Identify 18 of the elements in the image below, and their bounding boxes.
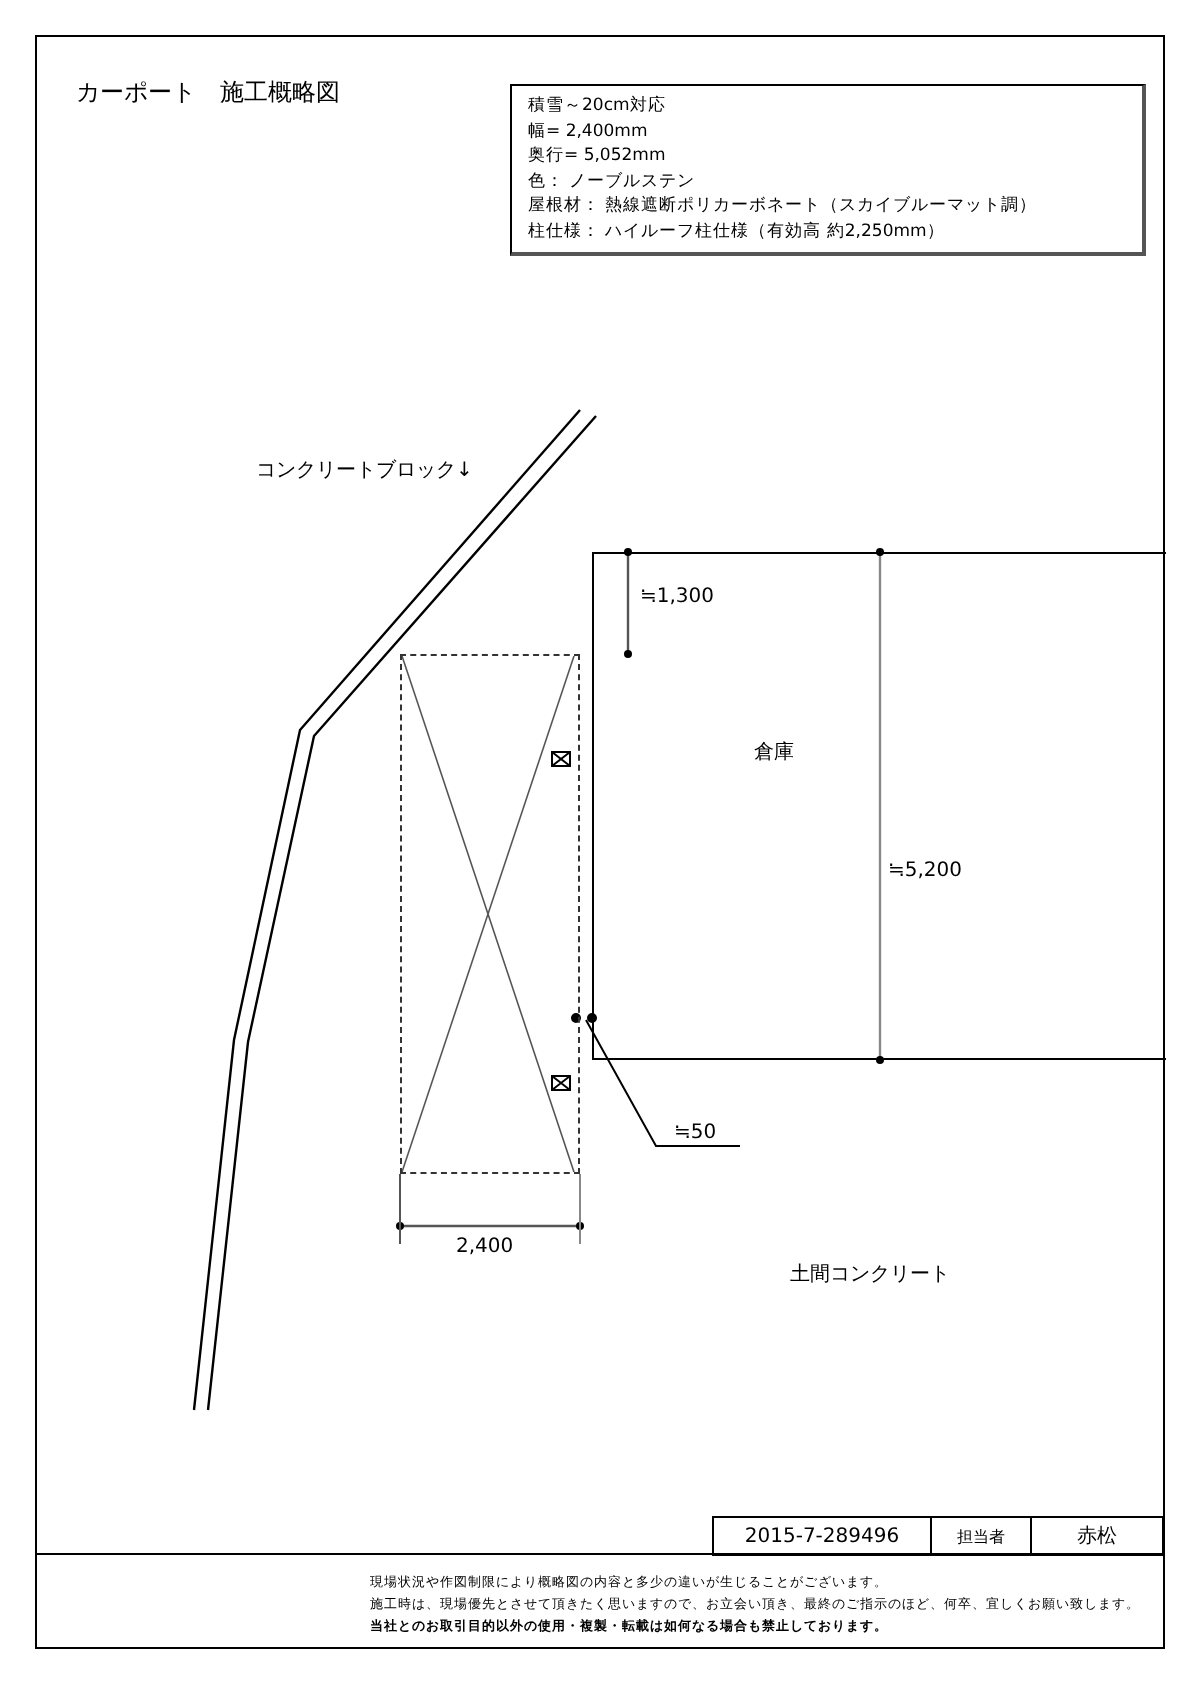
site-label: 土間コンクリート — [790, 1261, 950, 1288]
dimension-label: ≒50 — [674, 1122, 717, 1144]
dimension-label: 2,400 — [456, 1236, 514, 1258]
spec-line: 色： ノーブルステン — [528, 169, 698, 194]
spec-panel — [510, 84, 1146, 256]
spec-line: 奥行= 5,052mm — [528, 144, 668, 169]
spec-line: 柱仕様： ハイルーフ柱仕様（有効高 約2,250mm） — [528, 219, 947, 244]
room-label: 倉庫 — [754, 739, 794, 766]
table-cell: 赤松 — [1032, 1516, 1164, 1556]
dimension-label: ≒1,300 — [640, 586, 715, 608]
dimension-label: ≒5,200 — [888, 860, 963, 882]
spec-line: 幅= 2,400mm — [528, 119, 650, 144]
diagram-title: カーポート 施工概略図 — [76, 76, 340, 110]
spec-line: 屋根材： 熱線遮断ポリカーボネート（スカイブルーマット調） — [528, 194, 1040, 219]
table-cell: 2015-7-289496 — [712, 1516, 932, 1556]
site-label: コンクリートブロック↓ — [256, 457, 473, 484]
table-cell: 担当者 — [932, 1516, 1032, 1556]
spec-line: 積雪～20cm対応 — [528, 94, 668, 119]
